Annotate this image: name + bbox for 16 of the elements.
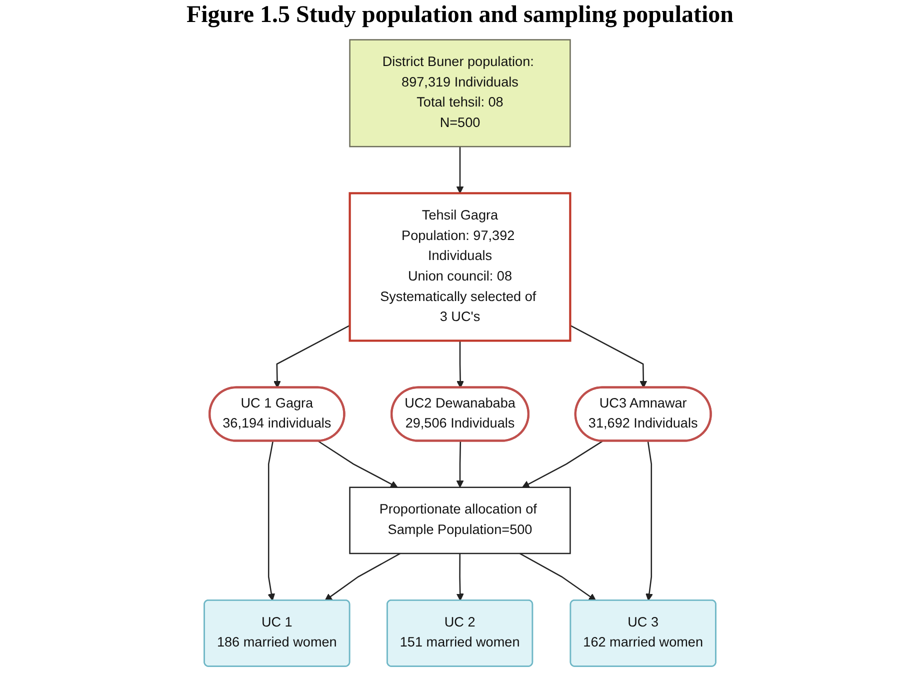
arrow [324,552,401,601]
arrow [519,552,596,601]
arrow [522,440,603,488]
arrow [646,441,653,601]
node-box: District Buner population: 897,319 Individuals Total tehsil: 08 N=500 [349,39,571,148]
arrow [456,441,464,488]
arrow [456,340,464,388]
arrow [456,146,464,194]
arrow [318,440,398,488]
arrow [268,441,276,601]
node-box: Proportionate allocation of Sample Population=500 [349,486,571,554]
arrow [570,324,648,388]
arrow [273,324,350,388]
arrow [456,553,464,601]
figure-title: Figure 1.5 Study population and sampling population [185,2,735,29]
node-box: Tehsil Gagra Population: 97,392 Individuals Union council: 08 Systematically selected of 3 UC's [348,192,572,342]
